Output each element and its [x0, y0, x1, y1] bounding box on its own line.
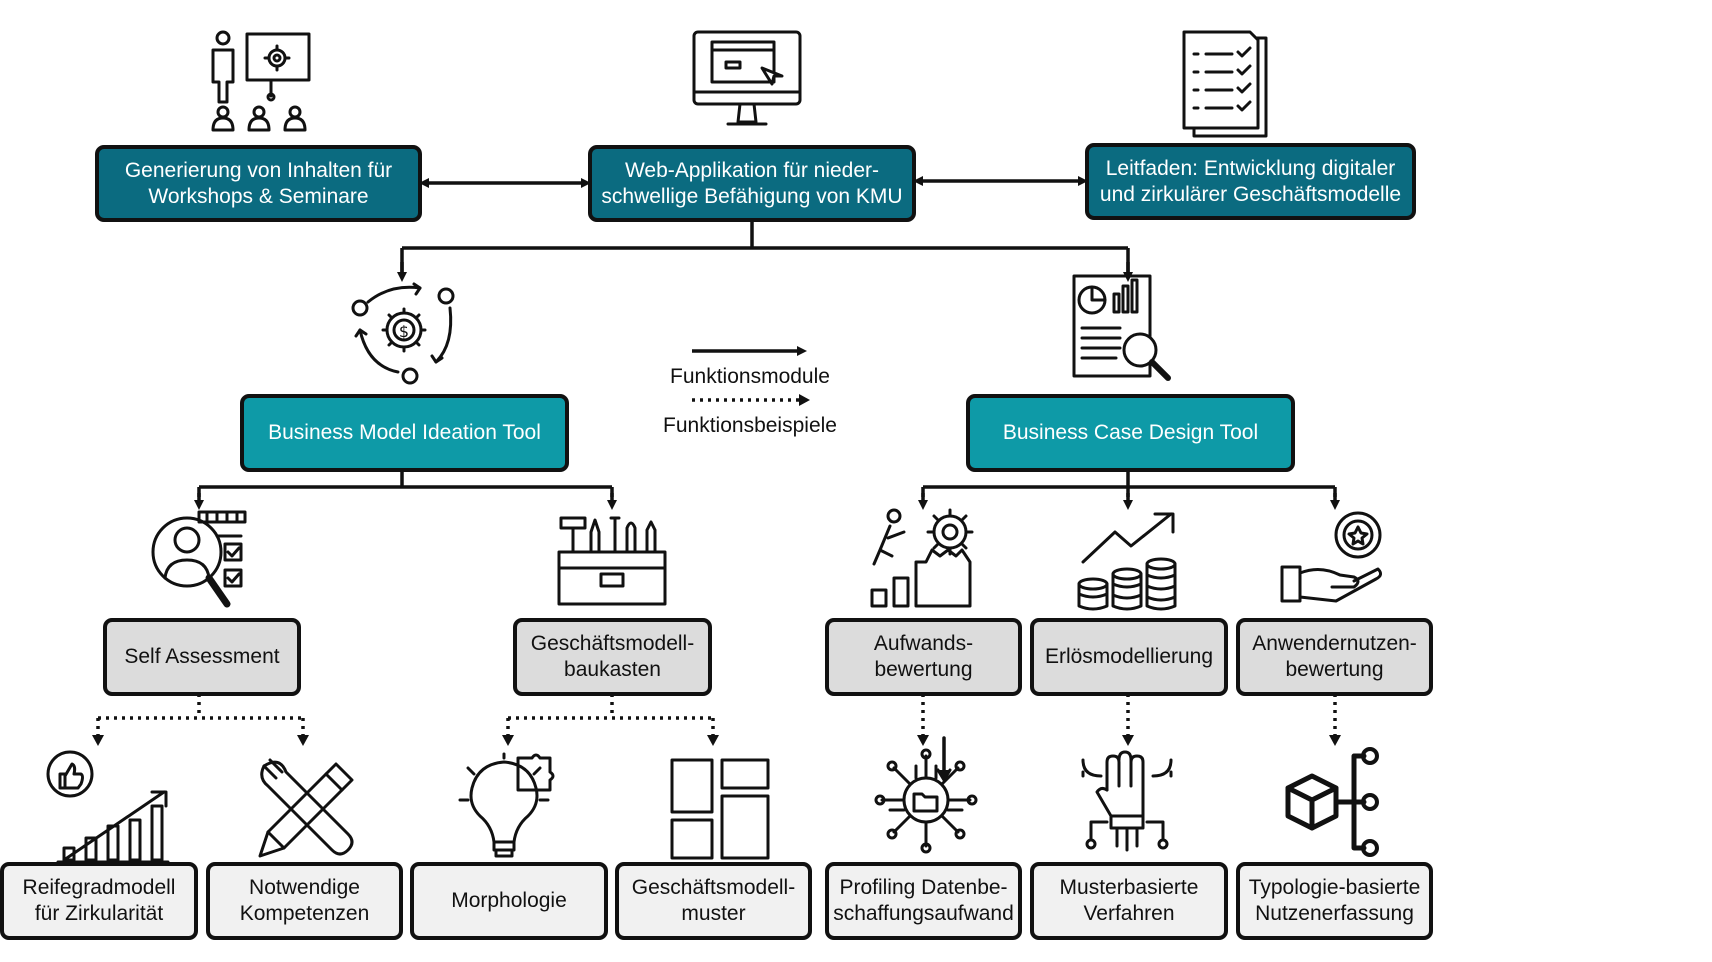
dotted-arrowheads — [92, 735, 1341, 746]
hand-badge-icon — [1280, 511, 1383, 603]
business-case-tool-box: Business Case Design Tool — [966, 394, 1295, 472]
connector-ideation-modules — [197, 470, 614, 497]
business-case-tool-label: Business Case Design Tool — [1002, 421, 1259, 444]
profiling-label: Profiling Datenbe- schaffungsaufwand — [833, 876, 1014, 925]
webapp-box: Web-Applikation für nieder- schwellige B… — [588, 145, 916, 222]
erloes-label: Erlösmodellierung — [1044, 645, 1214, 668]
baukasten-box: Geschäftsmodell- baukasten — [513, 618, 712, 696]
webapp-label: Web-Applikation für nieder- schwellige B… — [601, 158, 903, 208]
dotted-arrowhead — [502, 735, 514, 746]
profiling-box: Profiling Datenbe- schaffungsaufwand — [825, 862, 1022, 940]
self-assessment-label: Self Assessment — [124, 645, 280, 668]
dotted-connectors — [96, 694, 1337, 735]
coins-growth-icon — [1077, 512, 1177, 611]
folder-circuit-icon — [874, 736, 978, 854]
muster-box: Geschäftsmodell- muster — [615, 862, 812, 940]
self-assessment-box: Self Assessment — [103, 618, 301, 696]
reifegrad-box: Reifegradmodell für Zirkularität — [0, 862, 198, 940]
dotted-self-assessment — [96, 694, 305, 735]
baukasten-label: Geschäftsmodell- baukasten — [530, 632, 695, 681]
dotted-arrowhead — [917, 735, 929, 746]
connector-webapp-tools — [400, 220, 1130, 275]
presentation-audience-icon — [211, 30, 311, 132]
typologie-box: Typologie-basierte Nutzenerfassung — [1236, 862, 1433, 940]
lightbulb-puzzle-icon — [458, 752, 555, 858]
ideation-tool-label: Business Model Ideation Tool — [268, 421, 541, 444]
checklist-document-icon — [1182, 30, 1268, 138]
musterbasiert-label: Musterbasierte Verfahren — [1059, 876, 1199, 925]
toolbox-icon — [557, 516, 667, 606]
leitfaden-box: Leitfaden: Entwicklung digitaler und zir… — [1085, 143, 1416, 220]
dotted-arrowhead — [707, 735, 719, 746]
musterbasiert-box: Musterbasierte Verfahren — [1030, 862, 1228, 940]
legend-solid-label: Funktionsmodule — [670, 365, 830, 388]
kompetenzen-label: Notwendige Kompetenzen — [239, 876, 370, 925]
person-checklist-magnifier-icon — [151, 510, 247, 608]
aufwand-label: Aufwands- bewertung — [873, 632, 974, 681]
cube-hierarchy-icon — [1285, 747, 1379, 857]
muster-label: Geschäftsmodell- muster — [631, 876, 796, 925]
robot-hand-circuit-icon — [1081, 750, 1173, 852]
typologie-label: Typologie-basierte Nutzenerfassung — [1248, 876, 1421, 925]
dotted-arrowhead — [297, 735, 309, 746]
legend-dotted-label: Funktionsbeispiele — [663, 414, 837, 437]
workshops-label: Generierung von Inhalten für Workshops &… — [124, 158, 393, 208]
nutzen-label: Anwendernutzen- bewertung — [1252, 632, 1417, 681]
workshops-box: Generierung von Inhalten für Workshops &… — [95, 145, 422, 222]
leitfaden-label: Leitfaden: Entwicklung digitaler und zir… — [1099, 156, 1402, 206]
legend — [692, 346, 810, 406]
thumbs-up-bar-chart-icon — [46, 750, 170, 864]
pencil-wrench-icon — [258, 758, 354, 858]
climbing-gear-icon — [870, 508, 974, 608]
layout-grid-icon — [670, 758, 770, 860]
connector-businesscase-modules — [921, 470, 1337, 497]
dotted-arrowhead — [1329, 735, 1341, 746]
ideation-tool-box: Business Model Ideation Tool — [240, 394, 569, 472]
morphologie-label: Morphologie — [451, 889, 567, 912]
reifegrad-label: Reifegradmodell für Zirkularität — [22, 876, 176, 925]
morphologie-box: Morphologie — [410, 862, 608, 940]
kompetenzen-box: Notwendige Kompetenzen — [206, 862, 403, 940]
svg-text:$: $ — [399, 322, 409, 341]
aufwand-box: Aufwands- bewertung — [825, 618, 1022, 696]
dotted-arrowhead — [1122, 735, 1134, 746]
erloes-box: Erlösmodellierung — [1030, 618, 1228, 696]
dotted-arrowhead — [92, 735, 104, 746]
computer-monitor-icon — [692, 30, 802, 126]
money-gear-cycle-icon: $ — [351, 282, 455, 385]
dotted-baukasten — [506, 694, 715, 735]
report-magnifier-icon — [1072, 274, 1171, 381]
legend-dotted-arrowhead — [799, 394, 810, 406]
nutzen-box: Anwendernutzen- bewertung — [1236, 618, 1433, 696]
